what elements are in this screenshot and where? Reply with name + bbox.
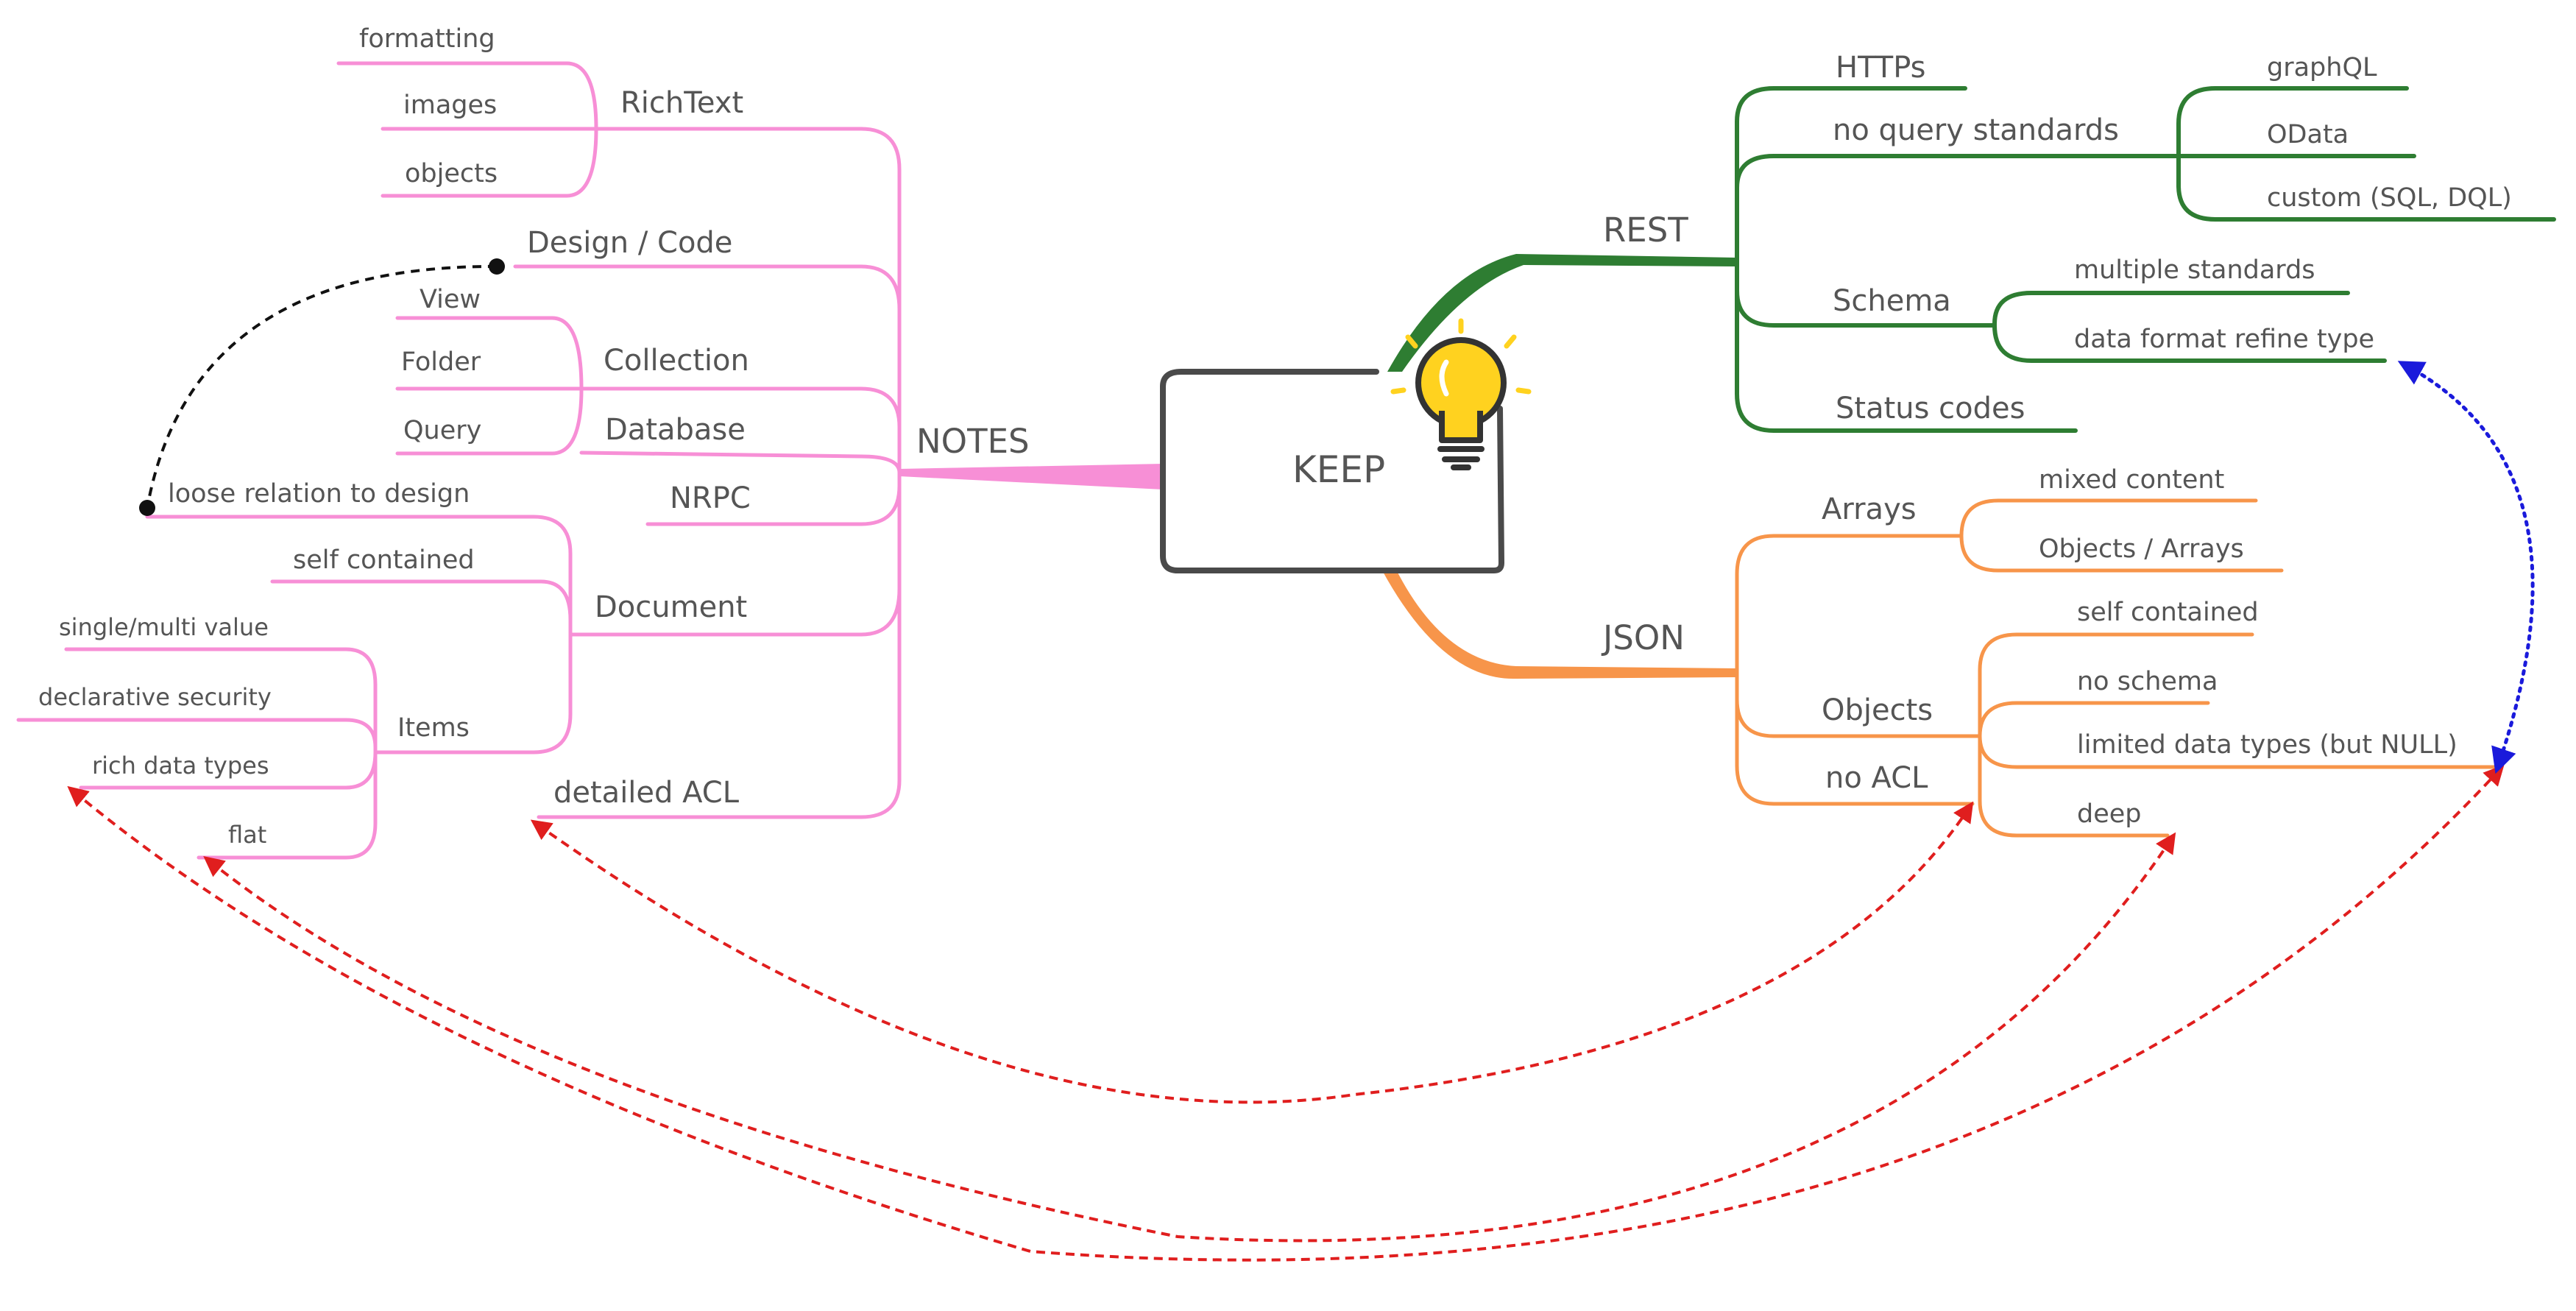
- notes-spine: [859, 127, 902, 819]
- central-node-box: [1160, 369, 1504, 573]
- formatting-label: formatting: [359, 24, 495, 54]
- json-labels: JSON Arrays mixed content Objects / Arra…: [1601, 465, 2458, 829]
- query-label: Query: [403, 416, 481, 445]
- rich-data-types-label: rich data types: [92, 752, 269, 780]
- rest-main-connector: [1387, 254, 1737, 372]
- notes-labels: NOTES RichText formatting images objects…: [38, 24, 1030, 849]
- database-label: Database: [605, 413, 746, 447]
- collection-label: Collection: [604, 344, 749, 378]
- nrpc-connector: [645, 470, 902, 526]
- notes-label: NOTES: [916, 422, 1030, 461]
- collection-subtree: [395, 316, 584, 456]
- no-schema-label: no schema: [2077, 667, 2218, 696]
- flat-label: flat: [228, 821, 266, 849]
- central-label: KEEP: [1292, 448, 1385, 491]
- rest-spine: [1735, 86, 2181, 433]
- collection-connector: [579, 386, 902, 429]
- link-detailed-acl-to-no-acl: [530, 801, 1974, 1104]
- rest-label: REST: [1603, 211, 1688, 250]
- self-contained-json-label: self contained: [2077, 598, 2259, 627]
- items-label: Items: [397, 713, 470, 743]
- rest-labels: REST HTTPs no query standards graphQL OD…: [1603, 51, 2512, 425]
- design-code-label: Design / Code: [527, 226, 732, 260]
- document-label: Document: [595, 590, 747, 624]
- design-code-connector: [513, 264, 902, 311]
- schema-subtree: [1992, 291, 2387, 363]
- link-flat-to-deep: [203, 832, 2176, 1243]
- data-format-refine-type-label: data format refine type: [2074, 325, 2374, 354]
- declarative-security-label: declarative security: [38, 683, 272, 711]
- central-node[interactable]: KEEP: [1160, 318, 1532, 573]
- notes-main-connector: [899, 464, 1163, 490]
- link-design-to-loose-relation: [146, 264, 498, 509]
- mixed-content-label: mixed content: [2039, 465, 2224, 495]
- link-endpoint-dot: [489, 258, 505, 275]
- rest-branch: [1387, 86, 2556, 433]
- graphql-label: graphQL: [2267, 53, 2377, 82]
- no-query-standards-label: no query standards: [1833, 113, 2119, 147]
- document-subtree: [145, 515, 573, 755]
- detailed-acl-label: detailed ACL: [553, 776, 740, 810]
- database-connector: [579, 450, 902, 475]
- link-endpoint-dot: [139, 500, 155, 516]
- json-branch: [1382, 498, 2497, 838]
- limited-data-types-label: limited data types (but NULL): [2077, 730, 2458, 760]
- objects-label: Objects: [1822, 693, 1933, 727]
- https-label: HTTPs: [1836, 51, 1926, 85]
- cross-links: [67, 258, 2535, 1262]
- single-multi-value-label: single/multi value: [59, 613, 269, 641]
- custom-sql-dql-label: custom (SQL, DQL): [2267, 183, 2512, 213]
- objects-subtree: [1978, 632, 2497, 838]
- no-query-subtree: [2176, 86, 2556, 222]
- no-acl-label: no ACL: [1825, 761, 1928, 795]
- status-codes-label: Status codes: [1836, 392, 2025, 425]
- odata-label: OData: [2267, 120, 2349, 149]
- folder-label: Folder: [401, 347, 481, 377]
- lightbulb-icon: [1390, 318, 1532, 470]
- objects-label: objects: [405, 159, 498, 188]
- images-label: images: [403, 91, 497, 120]
- richtext-subtree: [336, 61, 598, 198]
- multiple-standards-label: multiple standards: [2074, 255, 2315, 285]
- schema-label: Schema: [1833, 284, 1951, 318]
- arrays-label: Arrays: [1822, 492, 1917, 526]
- arrays-subtree: [1959, 498, 2284, 573]
- loose-relation-label: loose relation to design: [168, 479, 470, 509]
- view-label: View: [420, 285, 481, 314]
- deep-label: deep: [2077, 799, 2142, 829]
- self-contained-notes-label: self contained: [293, 545, 475, 575]
- richtext-label: RichText: [620, 86, 743, 120]
- json-label: JSON: [1601, 618, 1685, 657]
- objects-arrays-label: Objects / Arrays: [2039, 534, 2244, 564]
- document-connector: [568, 587, 902, 637]
- link-rich-data-types-to-limited-types: [67, 764, 2505, 1262]
- nrpc-label: NRPC: [670, 481, 751, 515]
- items-subtree: [16, 647, 378, 860]
- notes-branch: [16, 61, 1163, 860]
- link-refine-type-to-limited-types: [2397, 361, 2535, 774]
